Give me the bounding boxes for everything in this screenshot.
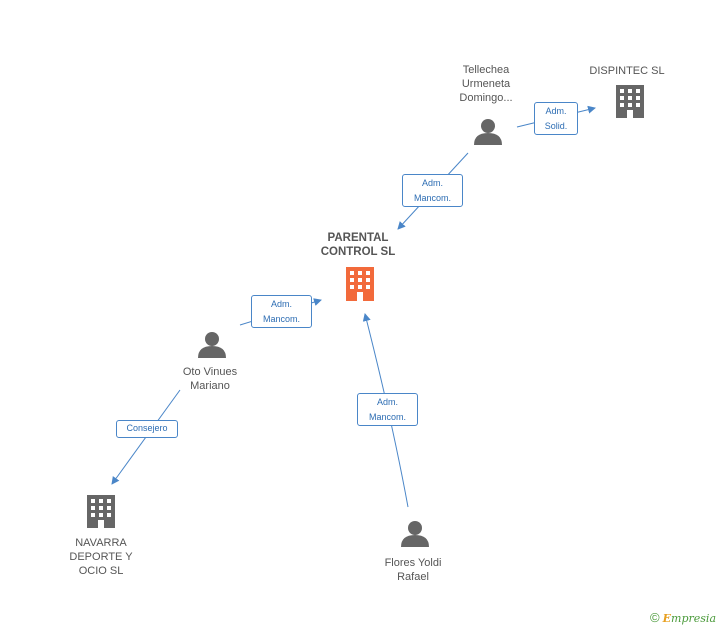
- building-icon: [87, 495, 115, 528]
- node-label-flores[interactable]: Flores Yoldi Rafael: [384, 557, 442, 583]
- edge-label-tellechea-dispintec: Adm. Solid.: [534, 102, 578, 135]
- brand-name: mpresia: [671, 612, 717, 625]
- building-icon: [616, 85, 644, 118]
- node-label-dispintec[interactable]: DISPINTEC SL: [589, 65, 665, 77]
- node-label-parental[interactable]: PARENTAL CONTROL SL: [320, 232, 396, 258]
- node-label-oto[interactable]: Oto Vinues Mariano: [182, 366, 238, 392]
- node-label-tellechea[interactable]: Tellechea Urmeneta Domingo...: [459, 64, 513, 104]
- node-label-navarra[interactable]: NAVARRA DEPORTE Y OCIO SL: [69, 537, 133, 577]
- edge-label-oto-parental: Adm. Mancom.: [251, 295, 312, 328]
- person-icon: [401, 521, 429, 547]
- copyright-icon: ©: [650, 610, 660, 625]
- building-icon: [346, 267, 374, 301]
- edge-label-tellechea-parental: Adm. Mancom.: [402, 174, 463, 207]
- person-icon: [198, 332, 226, 358]
- brand-logo-letter: E: [662, 612, 672, 625]
- footer-brand: © Empresia: [650, 610, 716, 625]
- person-icon: [474, 119, 502, 145]
- edge-label-oto-navarra: Consejero: [116, 420, 178, 438]
- edge-label-flores-parental: Adm. Mancom.: [357, 393, 418, 426]
